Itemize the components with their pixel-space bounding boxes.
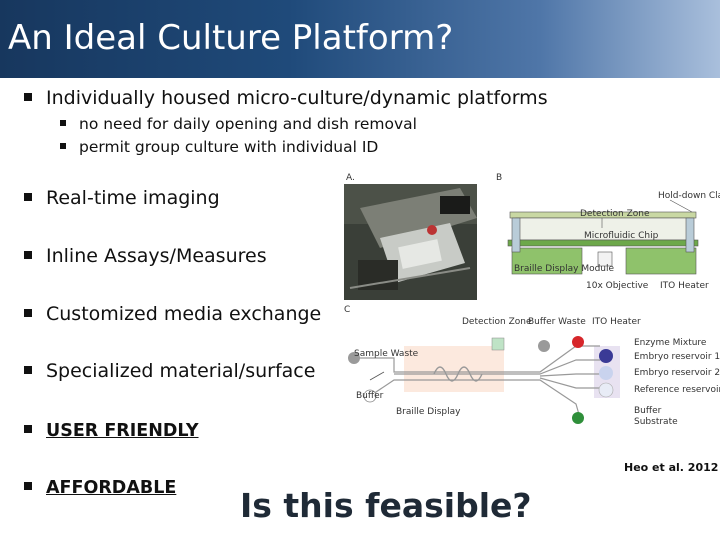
bullet-square-icon <box>24 308 32 317</box>
bullet-text: Customized media exchange <box>46 303 322 325</box>
panel-c-letter: C <box>344 305 350 315</box>
sub-bullet-item: no need for daily opening and dish remov… <box>60 115 417 133</box>
bullet-item: AFFORDABLE <box>24 476 176 498</box>
bullet-square-icon <box>24 424 32 433</box>
bullet-text: Specialized material/surface <box>46 360 316 382</box>
label-braille-display: Braille Display <box>396 407 461 417</box>
label-sample-waste: Sample Waste <box>354 349 419 359</box>
label-buffer: Buffer <box>634 406 662 416</box>
label-detection-zone-b: Detection Zone <box>580 209 650 219</box>
bullet-square-icon <box>60 142 66 149</box>
bullet-square-icon <box>60 119 66 126</box>
bullet-square-icon <box>24 250 32 259</box>
cross-section-diagram <box>507 199 699 275</box>
bullet-text: AFFORDABLE <box>46 478 177 498</box>
label-objective: 10x Objective <box>586 281 649 291</box>
bullet-text: Real-time imaging <box>46 187 220 209</box>
label-braille-display-module: Braille Display Module <box>514 264 615 274</box>
bullet-text: Individually housed micro-culture/dynami… <box>46 87 548 109</box>
bullet-item: Individually housed micro-culture/dynami… <box>24 87 548 109</box>
sub-bullet-text: no need for daily opening and dish remov… <box>79 115 417 133</box>
bullet-item: USER FRIENDLY <box>24 419 199 441</box>
label-microfluidic-chip: Microfluidic Chip <box>584 231 659 241</box>
title-bar <box>0 0 720 78</box>
slide-title: An Ideal Culture Platform? <box>8 18 454 58</box>
label-ito-heater-c: ITO Heater <box>592 317 641 327</box>
sub-bullet-item: permit group culture with individual ID <box>60 138 378 156</box>
bullet-square-icon <box>24 192 32 201</box>
bullet-square-icon <box>24 92 32 101</box>
bullet-item: Specialized material/surface <box>24 360 315 382</box>
bullet-text: USER FRIENDLY <box>46 421 199 441</box>
bullet-item: Customized media exchange <box>24 303 321 325</box>
sub-bullet-text: permit group culture with individual ID <box>79 138 379 156</box>
bullet-item: Real-time imaging <box>24 187 220 209</box>
panel-b-letter: B <box>496 173 502 183</box>
feasibility-question: Is this feasible? <box>240 486 532 525</box>
citation: Heo et al. 2012 <box>624 461 719 474</box>
figure-svg: A. B Hold-down Clamp Detectio <box>344 173 720 427</box>
label-embryo-reservoir-2: Embryo reservoir 2 <box>634 368 720 378</box>
panel-a-letter: A. <box>346 173 355 183</box>
bullet-square-icon <box>24 365 32 374</box>
label-embryo-reservoir-1: Embryo reservoir 1 <box>634 352 720 362</box>
photo-device <box>344 184 477 300</box>
label-substrate: Substrate <box>634 417 678 427</box>
label-reference-reservoir: Reference reservoir <box>634 385 720 395</box>
label-hold-down-clamp: Hold-down Clamp <box>658 191 720 201</box>
figure-platform: A. B Hold-down Clamp Detectio <box>340 168 720 440</box>
label-ito-heater-b: ITO Heater <box>660 281 709 291</box>
bullet-item: Inline Assays/Measures <box>24 245 267 267</box>
label-buffer-left: Buffer <box>356 391 384 401</box>
label-buffer-waste: Buffer Waste <box>528 317 586 327</box>
label-detection-zone-c: Detection Zone <box>462 317 532 327</box>
bullet-text: Inline Assays/Measures <box>46 245 267 267</box>
bullet-square-icon <box>24 481 32 490</box>
label-enzyme-mixture: Enzyme Mixture <box>634 338 707 348</box>
channel-layout-diagram <box>348 336 620 424</box>
